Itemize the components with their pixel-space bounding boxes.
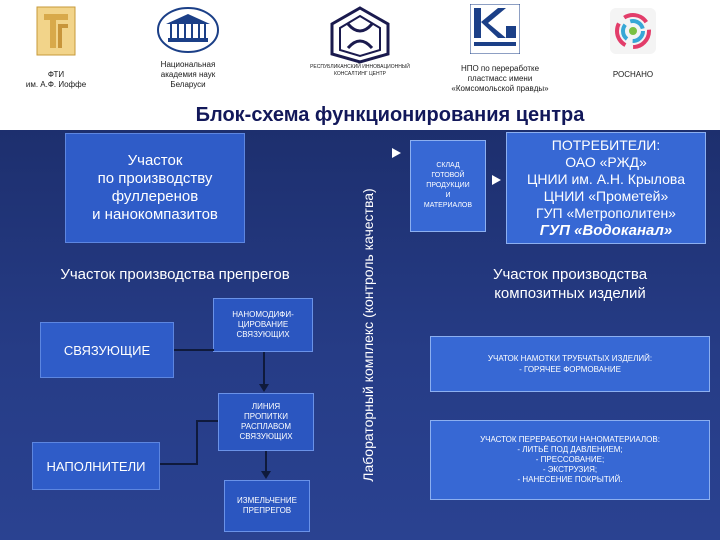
knots-caption-line-1: РЕСПУБЛИКАНСКИЙ ИННОВАЦИОННЫЙ xyxy=(310,64,410,70)
nanomod-line-2: ЦИРОВАНИЕ xyxy=(237,320,289,329)
fullerene-section-box: Участок по производству фуллеренов и нан… xyxy=(65,133,245,243)
grinding-line-1: ИЗМЕЛЬЧЕНИЕ xyxy=(237,496,297,505)
consumers-line-1: ПОТРЕБИТЕЛИ: xyxy=(551,137,661,153)
binders-to-nanomod-line xyxy=(174,349,214,351)
fullerene-line-2: по производству xyxy=(97,170,213,187)
consumers-line-6: ГУП «Водоканал» xyxy=(539,222,673,239)
consumers-line-3: ЦНИИ им. А.Н. Крылова xyxy=(526,171,685,187)
consumers-line-2: ОАО «РЖД» xyxy=(565,154,647,170)
fti-logo xyxy=(36,6,76,56)
lab-complex-label: Лабораторный комплекс (контроль качества… xyxy=(360,188,376,482)
impregnation-line-3: РАСПЛАВОМ xyxy=(240,422,292,431)
winding-line-1: УЧАТОК НАМОТКИ ТРУБЧАТЫХ ИЗДЕЛИЙ: xyxy=(487,354,653,363)
fti-caption-line-2: им. А.Ф. Иоффе xyxy=(25,80,87,89)
composite-heading: Участок производства композитных изделий xyxy=(440,262,700,306)
npo-k-caption: НПО по переработке пластмасс имени «Комс… xyxy=(430,64,570,94)
fillers-to-riser-line xyxy=(160,463,198,465)
impregnation-line-2: ПРОПИТКИ xyxy=(244,412,288,421)
nanomod-down-arrow xyxy=(259,384,269,392)
nan-belarus-logo xyxy=(151,4,225,56)
grinding-line-2: ПРЕПРЕГОВ xyxy=(242,506,292,515)
rusnano-logo xyxy=(610,8,656,54)
nan-caption-line-1: Национальная xyxy=(160,60,216,69)
nanomod-box: НАНОМОДИФИ- ЦИРОВАНИЕ СВЯЗУЮЩИХ xyxy=(213,298,313,352)
knots-logo xyxy=(318,4,402,64)
knots-caption-line-2: КОНСАЛТИНГ ЦЕНТР xyxy=(334,71,386,77)
impregnation-box: ЛИНИЯ ПРОПИТКИ РАСПЛАВОМ СВЯЗУЮЩИХ xyxy=(218,393,314,451)
nan-caption-line-2: академия наук xyxy=(160,70,216,79)
winding-line-2: - ГОРЯЧЕЕ ФОРМОВАНИЕ xyxy=(519,365,621,374)
nano-processing-line-3: - ПРЕССОВАНИЕ; xyxy=(535,455,605,464)
winding-box: УЧАТОК НАМОТКИ ТРУБЧАТЫХ ИЗДЕЛИЙ: - ГОРЯ… xyxy=(430,336,710,392)
npo-caption-line-2: пластмасс имени xyxy=(467,74,533,83)
nano-processing-line-2: - ЛИТЬЁ ПОД ДАВЛЕНИЕМ; xyxy=(517,445,623,454)
consumers-line-4: ЦНИИ «Прометей» xyxy=(543,188,669,204)
impregnation-down-arrow xyxy=(261,471,271,479)
impregnation-to-grinding-line xyxy=(265,451,267,473)
warehouse-line-5: МАТЕРИАЛОВ xyxy=(423,202,473,209)
consumers-box: ПОТРЕБИТЕЛИ: ОАО «РЖД» ЦНИИ им. А.Н. Кры… xyxy=(506,132,706,244)
rusnano-caption-line-1: РОСНАНО xyxy=(612,70,654,79)
header-area xyxy=(0,0,720,130)
lab-to-warehouse-arrow xyxy=(392,148,401,158)
impregnation-line-1: ЛИНИЯ xyxy=(251,402,281,411)
nano-processing-line-5: - НАНЕСЕНИЕ ПОКРЫТИЙ. xyxy=(517,475,623,484)
rusnano-caption: РОСНАНО xyxy=(595,70,671,80)
consumers-line-5: ГУП «Метрополитен» xyxy=(536,205,676,221)
nano-processing-line-1: УЧАСТОК ПЕРЕРАБОТКИ НАНОМАТЕРИАЛОВ: xyxy=(480,435,660,444)
composite-heading-line-2: композитных изделий xyxy=(494,285,646,302)
fullerene-line-3: фуллеренов xyxy=(111,188,199,205)
grinding-box: ИЗМЕЛЬЧЕНИЕ ПРЕПРЕГОВ xyxy=(224,480,310,532)
warehouse-line-3: ПРОДУКЦИИ xyxy=(426,182,470,189)
fti-caption-line-1: ФТИ xyxy=(47,70,65,79)
nano-processing-box: УЧАСТОК ПЕРЕРАБОТКИ НАНОМАТЕРИАЛОВ: - ЛИ… xyxy=(430,420,710,500)
riser-to-impregnation-line xyxy=(196,420,218,422)
nano-processing-line-4: - ЭКСТРУЗИЯ; xyxy=(542,465,598,474)
warehouse-line-2: ГОТОВОЙ xyxy=(431,172,465,179)
npo-caption-line-3: «Комсомольской правды» xyxy=(451,84,549,93)
fillers-box: НАПОЛНИТЕЛИ xyxy=(32,442,160,490)
nanomod-to-impregnation-line xyxy=(263,352,265,386)
fti-caption: ФТИ им. А.Ф. Иоффе xyxy=(10,70,102,90)
binders-box: СВЯЗУЮЩИЕ xyxy=(40,322,174,378)
warehouse-box: СКЛАД ГОТОВОЙ ПРОДУКЦИИ И МАТЕРИАЛОВ xyxy=(410,140,486,232)
impregnation-line-4: СВЯЗУЮЩИХ xyxy=(239,432,293,441)
fullerene-line-1: Участок xyxy=(127,152,183,169)
knots-caption: РЕСПУБЛИКАНСКИЙ ИННОВАЦИОННЫЙ КОНСАЛТИНГ… xyxy=(300,64,420,78)
page-title: Блок-схема функционирования центра xyxy=(195,104,585,126)
nanomod-line-1: НАНОМОДИФИ- xyxy=(232,310,294,319)
npo-k-logo xyxy=(469,3,521,55)
nan-caption-line-3: Беларуси xyxy=(170,80,206,89)
nanomod-line-3: СВЯЗУЮЩИХ xyxy=(236,330,290,339)
prepreg-heading: Участок производства препрегов xyxy=(60,265,290,283)
warehouse-line-1: СКЛАД xyxy=(436,162,460,169)
fillers-riser-line xyxy=(196,420,198,464)
npo-caption-line-1: НПО по переработке xyxy=(460,64,540,73)
warehouse-line-4: И xyxy=(445,192,451,199)
nan-belarus-caption: Национальная академия наук Беларуси xyxy=(140,60,236,90)
warehouse-to-consumers-arrow xyxy=(492,175,501,185)
composite-heading-line-1: Участок производства xyxy=(492,266,648,283)
fullerene-line-4: и нанокомпазитов xyxy=(92,206,218,223)
lab-complex-strip: Лабораторный комплекс (контроль качества… xyxy=(358,130,378,540)
